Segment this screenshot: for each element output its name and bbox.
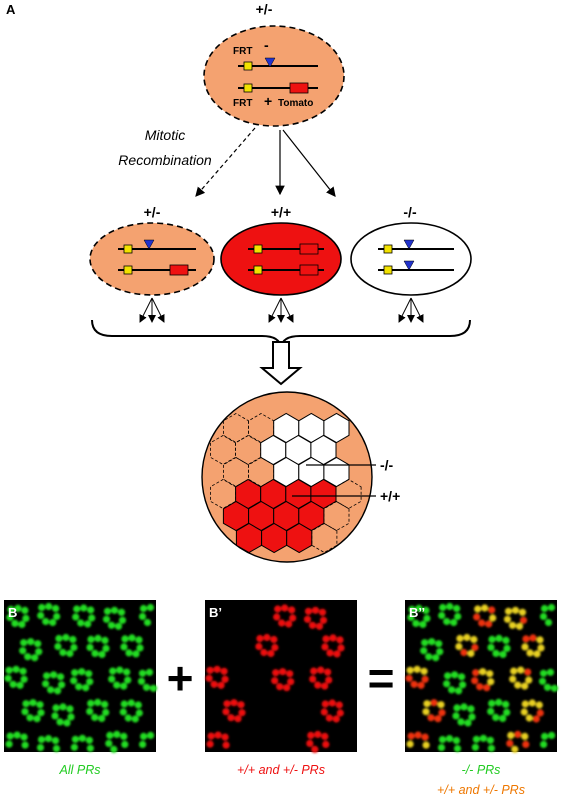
panel-b2-label: B’’ — [409, 605, 425, 620]
tissue-mosaic — [201, 391, 373, 563]
panel-b-caption: All PRs — [59, 763, 101, 777]
daughter-cell-wt — [220, 222, 342, 296]
plus-label: + — [264, 93, 272, 109]
mutation-triangle-icon — [264, 57, 276, 68]
panel-b2-photoreceptors — [405, 602, 559, 754]
recombination-line1: Mitotic — [145, 127, 185, 143]
equals-operator: = — [368, 652, 395, 704]
panel-b-label: B — [8, 605, 17, 620]
frt-box-icon — [243, 61, 253, 71]
arrow-to-mutant — [282, 129, 336, 197]
tomato-box-icon — [289, 82, 309, 94]
daughter-mutant-genotype: -/- — [403, 204, 417, 220]
daughter-cell-mutant — [350, 222, 472, 296]
daughter-het-genotype: +/- — [144, 204, 161, 220]
daughter-wt-genotype: +/+ — [271, 204, 291, 220]
frt-box-icon — [243, 83, 253, 93]
parent-cell: FRT - FRT + Tomato — [203, 25, 345, 127]
division-arrows — [139, 297, 424, 323]
frt-label-bottom: FRT — [233, 98, 252, 109]
arrow-to-het — [195, 127, 256, 197]
panel-a-label: A — [6, 2, 16, 17]
panel-b1-label: B’ — [209, 605, 222, 620]
wt-clone-label: +/+ — [380, 488, 400, 504]
frt-label-top: FRT — [233, 46, 252, 57]
panel-b-photoreceptors — [4, 602, 158, 754]
plus-operator: + — [167, 652, 194, 704]
mutant-clone-label: -/- — [380, 457, 394, 473]
daughter-cell-het — [89, 222, 215, 296]
tomato-label: Tomato — [278, 98, 313, 109]
recombination-line2: Recombination — [118, 152, 212, 168]
parent-genotype: +/- — [256, 1, 273, 17]
big-down-arrow-icon — [259, 341, 303, 386]
panel-b2-caption-line2: +/+ and +/- PRs — [437, 783, 525, 797]
panel-b2-caption-line1: -/- PRs — [462, 763, 501, 777]
minus-label: - — [264, 37, 269, 53]
panel-b1-caption: +/+ and +/- PRs — [237, 763, 325, 777]
panel-b1-photoreceptors — [205, 604, 345, 754]
